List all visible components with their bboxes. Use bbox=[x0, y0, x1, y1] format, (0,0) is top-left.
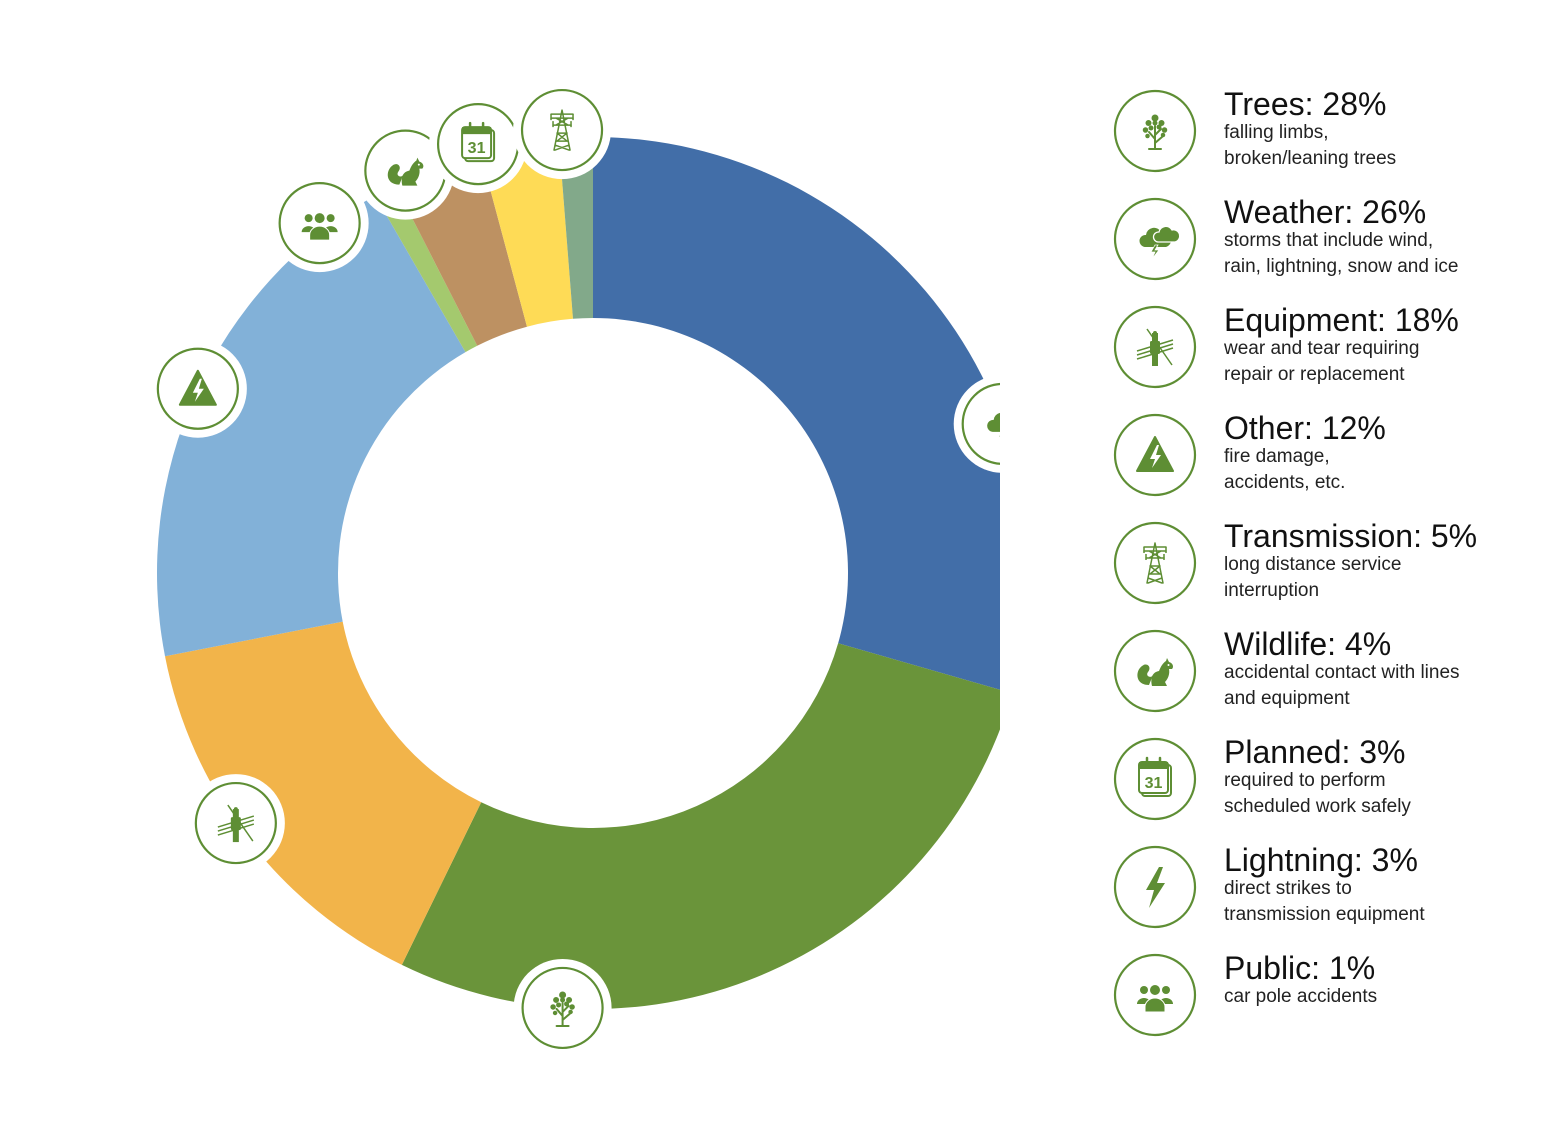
legend-desc2: rain, lightning, snow and ice bbox=[1224, 256, 1459, 277]
slice-other bbox=[156, 195, 466, 657]
legend-desc2: transmission equipment bbox=[1224, 904, 1425, 925]
slice-transmission bbox=[558, 137, 593, 319]
squirrel-badge bbox=[1113, 629, 1197, 713]
utility-pole-badge bbox=[186, 774, 285, 873]
legend-desc1: car pole accidents bbox=[1224, 986, 1378, 1007]
legend-badge: 31 bbox=[1113, 737, 1197, 821]
legend-badge bbox=[1113, 521, 1197, 605]
calendar-badge: 31 bbox=[1113, 737, 1197, 821]
legend-title: Weather: 26% bbox=[1224, 194, 1427, 230]
legend-badge bbox=[1113, 305, 1197, 389]
legend-badge bbox=[1113, 89, 1197, 173]
calendar-icon: 31 bbox=[461, 121, 496, 163]
utility-pole-icon bbox=[217, 804, 255, 843]
warning-triangle-badge bbox=[1113, 413, 1197, 497]
legend-title: Lightning: 3% bbox=[1224, 842, 1418, 878]
legend-desc2: broken/leaning trees bbox=[1224, 148, 1397, 169]
legend-item: Transmission: 5%long distance service int… bbox=[1112, 518, 1532, 626]
legend-title: Planned: 3% bbox=[1224, 734, 1406, 770]
people-icon bbox=[301, 212, 338, 241]
legend-title: Transmission: 5% bbox=[1224, 518, 1478, 554]
lightning-bolt-badge bbox=[1113, 845, 1197, 929]
squirrel-icon bbox=[387, 157, 424, 186]
people-badge bbox=[1113, 953, 1197, 1037]
legend-title: Trees: 28% bbox=[1224, 86, 1387, 122]
calendar-icon: 31 bbox=[1138, 756, 1172, 797]
tree-icon bbox=[1142, 114, 1168, 150]
legend-title: Other: 12% bbox=[1224, 410, 1386, 446]
legend-badge bbox=[1113, 845, 1197, 929]
legend-desc2: repair or replacement bbox=[1224, 364, 1405, 385]
slice-weather bbox=[593, 137, 1000, 690]
storm-cloud-badge bbox=[953, 374, 1000, 473]
legend-desc1: falling limbs, bbox=[1224, 122, 1329, 143]
legend-item: Wildlife: 4%accidental contact with line… bbox=[1112, 626, 1532, 734]
legend-desc2: interruption bbox=[1224, 580, 1320, 601]
transmission-tower-icon bbox=[1143, 542, 1167, 584]
storm-cloud-icon bbox=[987, 412, 1000, 445]
squirrel-icon bbox=[1137, 658, 1173, 686]
legend-desc2: accidents, etc. bbox=[1224, 472, 1346, 493]
legend-desc1: direct strikes to bbox=[1224, 878, 1352, 899]
legend-item: Lightning: 3%direct strikes to transmissi… bbox=[1112, 842, 1532, 950]
people-icon bbox=[1137, 984, 1173, 1013]
tree-icon bbox=[550, 991, 575, 1027]
legend-item: Weather: 26%storms that include wind, rai… bbox=[1112, 194, 1532, 302]
legend-item: 31 Planned: 3%required to perform schedule… bbox=[1112, 734, 1532, 842]
donut-chart: 31 bbox=[148, 81, 1000, 1057]
legend-item: Trees: 28%falling limbs, broken/leaning t… bbox=[1112, 86, 1532, 194]
legend-desc1: storms that include wind, bbox=[1224, 230, 1434, 251]
legend-badge bbox=[1113, 413, 1197, 497]
storm-cloud-badge bbox=[1113, 197, 1197, 281]
legend-badge bbox=[1113, 197, 1197, 281]
svg-text:31: 31 bbox=[468, 140, 486, 157]
legend-desc2: and equipment bbox=[1224, 688, 1350, 709]
legend-title: Equipment: 18% bbox=[1224, 302, 1459, 338]
lightning-bolt-icon bbox=[1146, 867, 1165, 908]
tree-badge bbox=[513, 958, 612, 1057]
legend-desc1: required to perform bbox=[1224, 770, 1386, 791]
legend-title: Wildlife: 4% bbox=[1224, 626, 1392, 662]
slice-public bbox=[375, 184, 478, 353]
legend-desc2: scheduled work safely bbox=[1224, 796, 1411, 817]
legend-title: Public: 1% bbox=[1224, 950, 1376, 986]
legend-desc1: accidental contact with lines bbox=[1224, 662, 1460, 683]
slice-equipment bbox=[165, 621, 482, 965]
storm-cloud-icon bbox=[1139, 225, 1181, 260]
legend-item: Public: 1%car pole accidents bbox=[1112, 950, 1532, 1058]
warning-triangle-icon bbox=[1136, 436, 1174, 472]
transmission-tower-badge bbox=[513, 81, 612, 180]
tree-badge bbox=[1113, 89, 1197, 173]
people-badge bbox=[270, 174, 369, 273]
calendar-badge: 31 bbox=[429, 95, 528, 194]
warning-triangle-icon bbox=[178, 369, 217, 406]
transmission-tower-badge bbox=[1113, 521, 1197, 605]
legend-desc1: fire damage, bbox=[1224, 446, 1330, 467]
legend-item: Equipment: 18%wear and tear requiring rep… bbox=[1112, 302, 1532, 410]
transmission-tower-icon bbox=[550, 109, 574, 151]
legend-badge bbox=[1113, 629, 1197, 713]
legend: Trees: 28%falling limbs, broken/leaning t… bbox=[1112, 86, 1532, 1058]
legend-desc1: long distance service bbox=[1224, 554, 1402, 575]
warning-triangle-badge bbox=[148, 339, 247, 438]
legend-badge bbox=[1113, 953, 1197, 1037]
utility-pole-badge bbox=[1113, 305, 1197, 389]
legend-item: Other: 12%fire damage, accidents, etc. bbox=[1112, 410, 1532, 518]
slice-trees bbox=[401, 643, 1000, 1009]
utility-pole-icon bbox=[1136, 328, 1174, 366]
legend-desc1: wear and tear requiring bbox=[1224, 338, 1420, 359]
svg-text:31: 31 bbox=[1145, 775, 1163, 792]
